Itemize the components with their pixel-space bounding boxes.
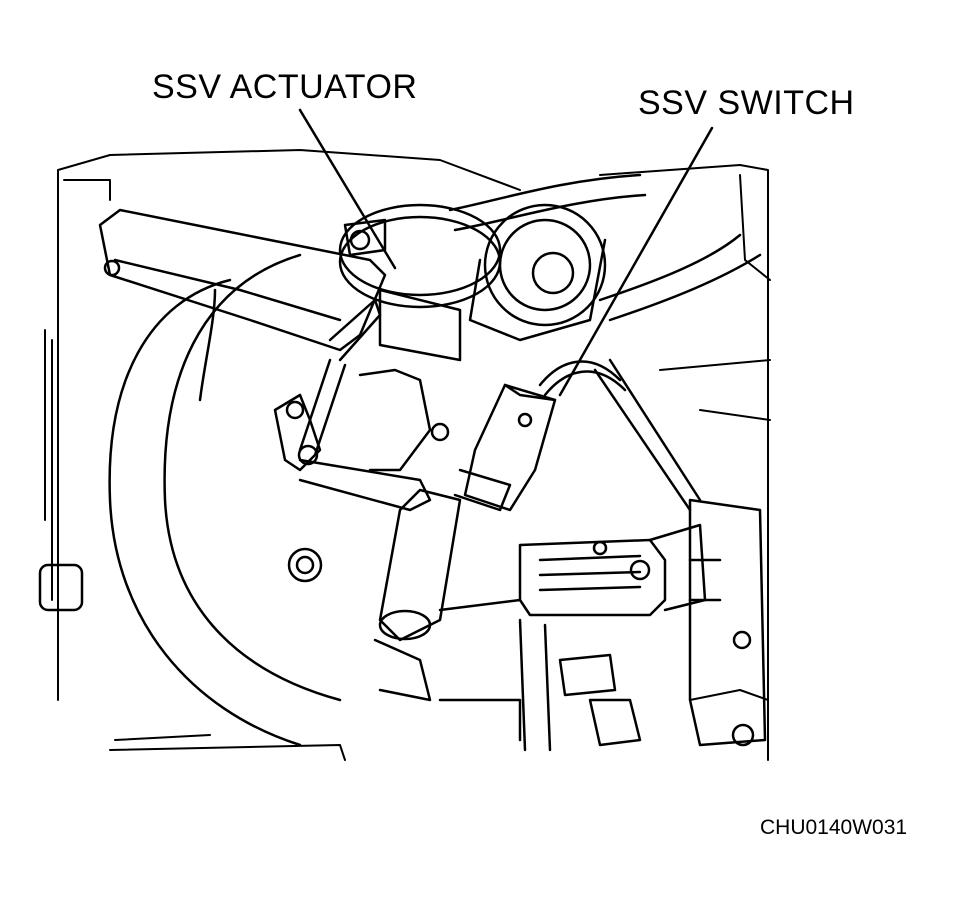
actuator-leader-line <box>300 110 395 268</box>
ssv-switch-label: SSV SWITCH <box>638 84 855 122</box>
intake-hose <box>40 255 340 745</box>
right-bracket <box>595 360 765 745</box>
round-boss <box>470 205 605 340</box>
engine-bay-outline <box>45 150 770 760</box>
figure-code: CHU0140W031 <box>760 816 908 839</box>
lower-cylinder <box>289 490 460 700</box>
connector-block <box>520 525 705 615</box>
lever-linkage <box>275 370 448 510</box>
vacuum-tube <box>450 175 760 320</box>
leader-lines <box>300 110 712 395</box>
ssv-actuator-label: SSV ACTUATOR <box>152 68 418 106</box>
switch-leader-line <box>560 128 712 395</box>
lower-hardware <box>440 600 753 750</box>
ssv-switch-body <box>455 361 625 510</box>
ssv-actuator-body <box>300 205 500 455</box>
